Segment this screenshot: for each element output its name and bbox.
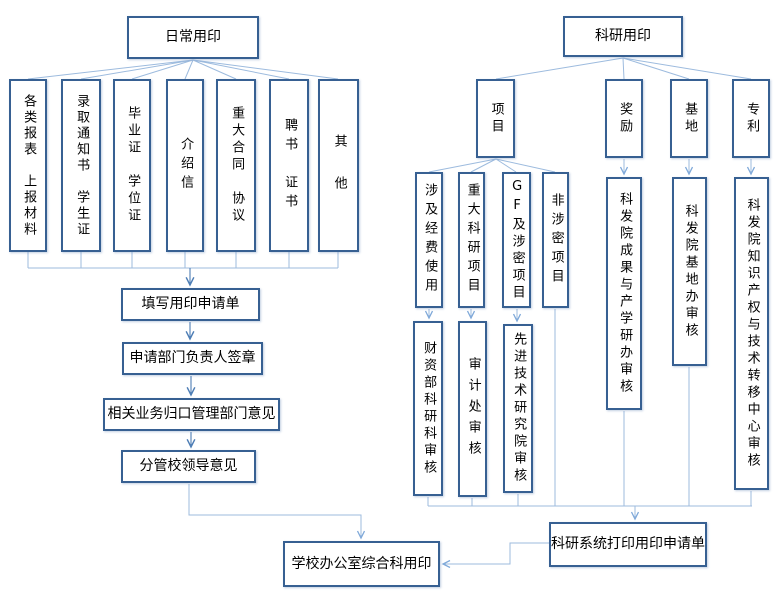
research-branch-label: 专利 [744,101,760,136]
daily-category-box-appointment-letter: 聘书 证书 [269,79,309,252]
research-branch-label: 奖励 [617,101,633,136]
research-seal-root-box: 科研用印 [563,16,683,57]
daily-category-box-introduction-letter: 介绍信 [166,79,204,252]
review-label: 科发院知识产权与技术转移中心审核 [744,197,760,470]
daily-category-box-admission: 录取通知书 学生证 [61,79,101,252]
research-branch-box-base: 基地 [670,79,708,158]
daily-category-label: 各类报表 上报材料 [21,93,37,238]
review-box-advanced-tech-institute: 先进技术研究院审核 [503,324,533,493]
review-label: 先进技术研究院审核 [511,332,527,485]
research-branch-box-award: 奖励 [605,79,643,158]
step-box-department-head-signature: 申请部门负责人签章 [122,342,263,375]
step-box-management-department-opinion: 相关业务归口管理部门意见 [103,398,280,431]
project-type-box-major-research: 重大科研项目 [458,172,485,308]
step-box-fill-application: 填写用印申请单 [121,288,260,321]
project-type-label: 非涉密项目 [548,192,564,288]
daily-category-label: 毕业证 学位证 [125,106,141,225]
research-branch-box-patent: 专利 [732,79,770,158]
daily-category-label: 录取通知书 学生证 [74,93,90,238]
review-label: 科发院成果与产学研办审核 [617,191,633,396]
research-branch-label: 项目 [488,101,504,136]
research-branch-label: 基地 [682,101,698,136]
step-box-school-leader-opinion: 分管校领导意见 [121,450,256,483]
daily-category-box-reports: 各类报表 上报材料 [9,79,47,252]
project-type-box-non-classified: 非涉密项目 [542,172,569,308]
review-box-ip-tech-transfer-center: 科发院知识产权与技术转移中心审核 [734,177,769,490]
review-box-achievement-office: 科发院成果与产学研办审核 [606,177,642,410]
review-box-finance-dept: 财资部科研科审核 [413,321,443,496]
review-label: 财资部科研科审核 [421,340,437,477]
daily-category-label: 重大合同 协议 [229,106,245,225]
project-type-box-classified: GF及涉密项目 [502,172,531,308]
research-system-print-application-box: 科研系统打印用印申请单 [549,522,707,567]
review-box-audit-office: 审计处审核 [458,321,487,497]
project-type-label: 重大科研项目 [464,183,480,297]
daily-category-box-other: 其 他 [318,79,359,252]
daily-category-label: 聘书 证书 [282,118,298,213]
review-label: 科发院基地办审核 [682,203,698,340]
review-label: 审计处审核 [465,356,481,462]
project-type-box-funding: 涉及经费使用 [415,172,443,308]
daily-seal-root-box: 日常用印 [127,16,259,59]
final-seal-office-box: 学校办公室综合科用印 [283,541,440,587]
review-box-base-office: 科发院基地办审核 [672,177,707,366]
project-type-label: 涉及经费使用 [422,183,438,297]
project-type-label: GF及涉密项目 [509,178,525,302]
daily-category-box-diploma: 毕业证 学位证 [113,79,151,252]
daily-category-label: 其 他 [331,134,347,197]
daily-category-label: 介绍信 [178,137,194,194]
research-branch-box-project: 项目 [476,79,515,158]
daily-category-box-major-contract: 重大合同 协议 [216,79,256,252]
